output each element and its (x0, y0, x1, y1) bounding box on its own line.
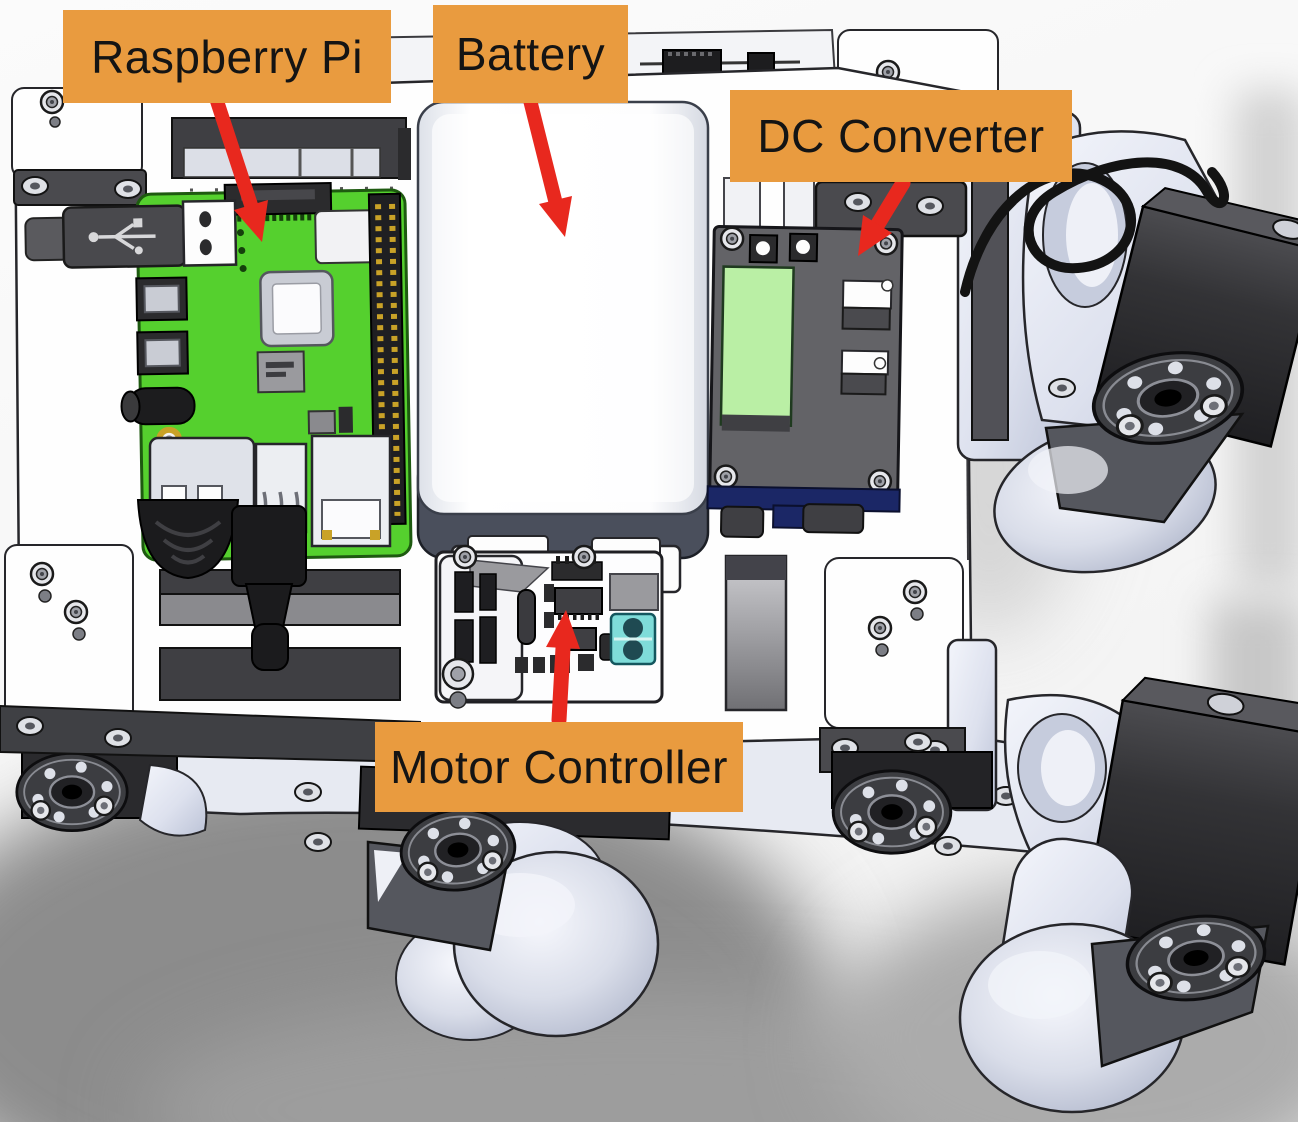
label-motor-controller: Motor Controller (375, 722, 743, 812)
dc-converter-display (719, 265, 795, 428)
arrow-dc-converter (858, 175, 911, 256)
label-raspberry-pi: Raspberry Pi (63, 10, 391, 103)
annotation-arrows (209, 91, 911, 728)
arrow-battery (523, 93, 572, 237)
micro-hdmi-ports (135, 276, 189, 376)
label-dc-converter: DC Converter (730, 90, 1072, 182)
terminal-block (609, 612, 657, 666)
usb-cable-plug (231, 505, 307, 671)
leg-back-right (819, 638, 1298, 1114)
dc-converter-board (706, 177, 968, 539)
motor-controller-board (434, 535, 664, 709)
usb-power-plug (24, 199, 238, 269)
chassis-slot-vertical (724, 554, 788, 712)
arrow-raspberry-pi (209, 91, 268, 242)
capacitor (517, 589, 536, 645)
battery-pack (398, 87, 710, 594)
chassis-slot-top (171, 117, 407, 192)
arrow-motor-controller (546, 610, 580, 728)
ic-chip (554, 587, 603, 615)
label-battery: Battery (433, 5, 628, 103)
raspberry-pi-ports (136, 434, 392, 671)
leg-back-middle (357, 765, 672, 1041)
leg-front-right (956, 110, 1298, 574)
